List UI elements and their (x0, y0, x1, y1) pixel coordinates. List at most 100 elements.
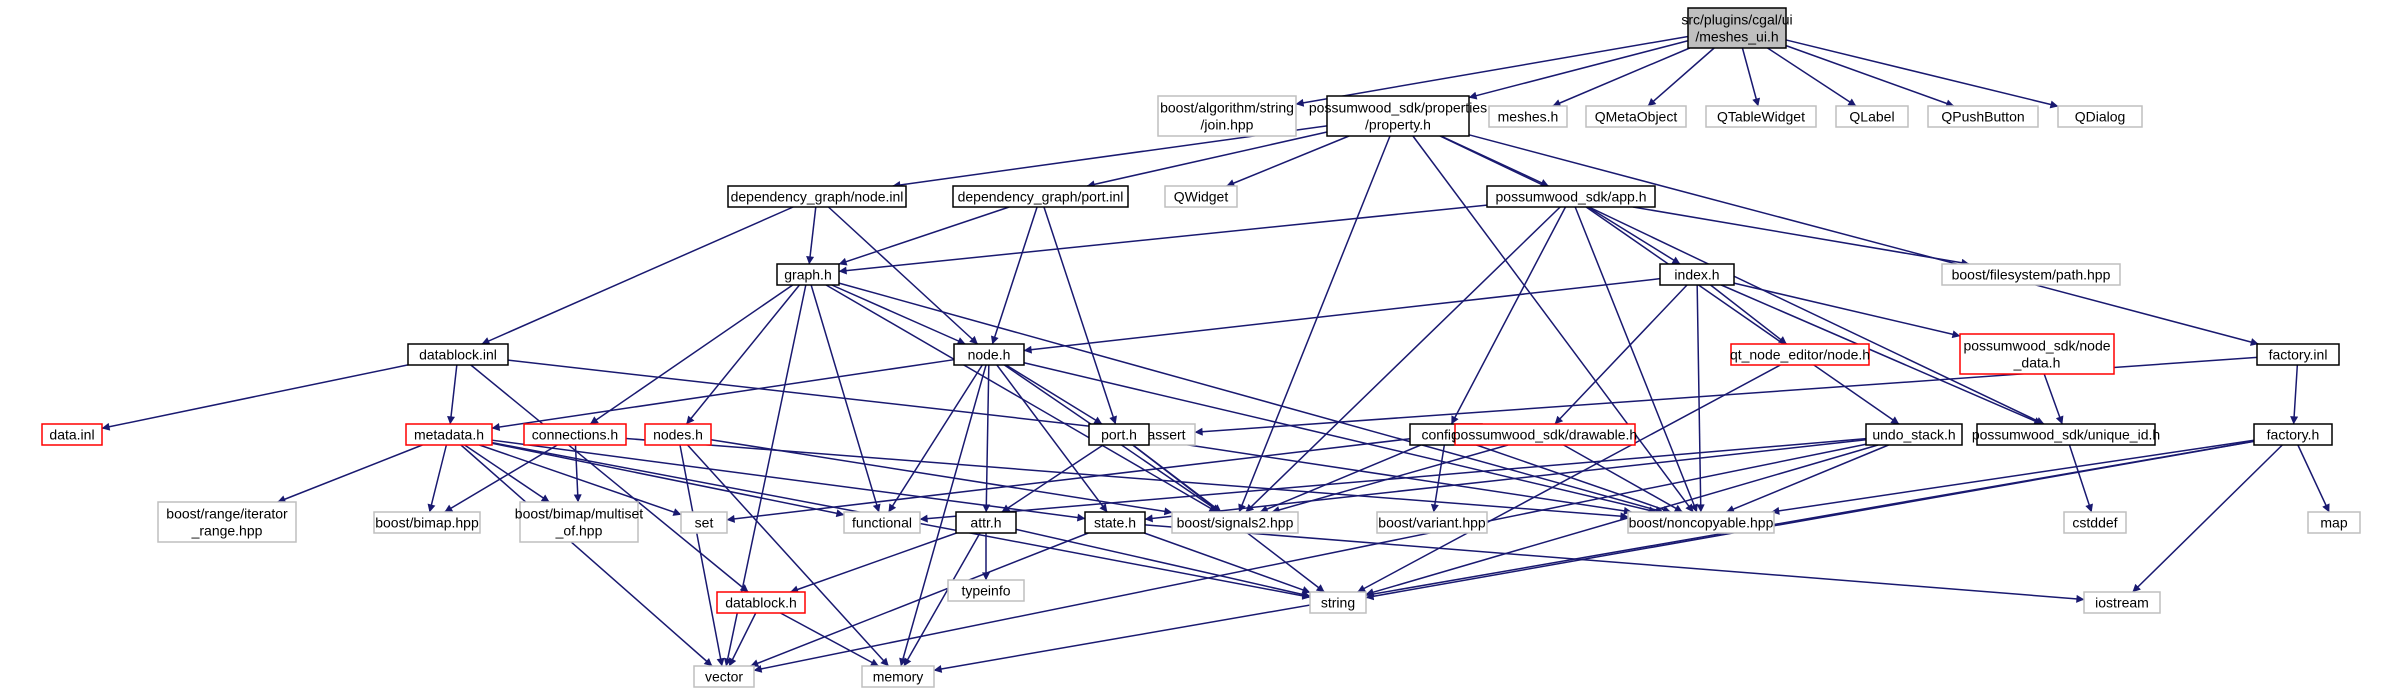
edge-index-to-node_data (1733, 282, 1961, 339)
node-label-datablock_inl: datablock.inl (419, 347, 497, 363)
node-port_inl[interactable]: dependency_graph/port.inl (952, 185, 1129, 208)
edge-node_h-to-noncopyable (1023, 362, 1657, 515)
node-data_inl[interactable]: data.inl (41, 423, 103, 446)
node-box-port_h (1088, 423, 1150, 446)
node-qt_node[interactable]: qt_node_editor/node.h (1730, 343, 1870, 366)
node-label-qwidget: QWidget (1174, 189, 1229, 205)
node-label-cassert: cassert (1140, 427, 1185, 443)
edge-state_h-to-string (1144, 532, 1311, 594)
node-label-state_h: state.h (1094, 515, 1136, 531)
node-box-node_inl (727, 185, 907, 208)
node-label-qtablewidget: QTableWidget (1717, 109, 1805, 125)
node-box-bimap (373, 511, 481, 534)
edge-app-to-fs_path (1632, 206, 1970, 267)
node-label-bimap_multi-line-2: _of.hpp (555, 523, 603, 539)
node-box-index (1659, 263, 1735, 286)
node-label-metadata: metadata.h (414, 427, 484, 443)
node-drawable[interactable]: possumwood_sdk/drawable.h (1453, 423, 1637, 446)
edge-attr_h-to-string (1015, 528, 1311, 599)
node-label-qmetaobject: QMetaObject (1595, 109, 1678, 125)
node-string: string (1309, 591, 1367, 614)
edge-app-to-signals2 (1245, 206, 1561, 513)
edge-metadata-to-vector (460, 444, 713, 667)
node-node_h[interactable]: node.h (953, 343, 1025, 366)
node-map: map (2307, 511, 2361, 534)
node-label-node_inl: dependency_graph/node.inl (731, 189, 904, 205)
node-box-typeinfo (947, 579, 1025, 602)
node-label-graph: graph.h (784, 267, 831, 283)
edge-graph-to-node_h (831, 284, 966, 345)
node-noncopyable: boost/noncopyable.hpp (1627, 511, 1775, 534)
node-label-vector: vector (705, 669, 743, 685)
edge-config-to-variant (1430, 444, 1446, 513)
node-label-fs_path: boost/filesystem/path.hpp (1952, 267, 2111, 283)
node-state_h[interactable]: state.h (1084, 511, 1146, 534)
edge-connections-to-bimap_multi (573, 444, 582, 503)
node-property[interactable]: possumwood_sdk/properties/property.h (1309, 95, 1487, 137)
node-nodes_h[interactable]: nodes.h (644, 423, 712, 446)
node-node_data[interactable]: possumwood_sdk/node_data.h (1959, 333, 2115, 375)
node-root[interactable]: src/plugins/cgal/ui/meshes_ui.h (1681, 7, 1793, 49)
node-label-qdialog: QDialog (2075, 109, 2126, 125)
node-box-root (1687, 7, 1787, 49)
node-attr_h[interactable]: attr.h (955, 511, 1017, 534)
node-undo[interactable]: undo_stack.h (1865, 423, 1963, 446)
node-set: set (680, 511, 728, 534)
edge-metadata-to-state_h (491, 439, 1086, 522)
edge-node_data-to-unique_id (2043, 373, 2064, 425)
node-label-app: possumwood_sdk/app.h (1496, 189, 1647, 205)
node-port_h[interactable]: port.h (1088, 423, 1150, 446)
edge-undo-to-vector (753, 443, 1867, 673)
node-bimap_multi: boost/bimap/multiset_of.hpp (515, 501, 643, 543)
node-app[interactable]: possumwood_sdk/app.h (1486, 185, 1656, 208)
node-cstddef: cstddef (2063, 511, 2127, 534)
node-meshes: meshes.h (1488, 105, 1568, 128)
edge-root-to-qdialog (1785, 39, 2059, 109)
node-datablock_h[interactable]: datablock.h (716, 591, 806, 614)
edge-node_h-to-state_h (996, 364, 1108, 513)
node-label-datablock_h: datablock.h (725, 595, 797, 611)
node-label-boost_range-line-1: boost/range/iterator (166, 506, 288, 522)
edge-node_h-to-port_h (1005, 364, 1103, 425)
node-signals2: boost/signals2.hpp (1171, 511, 1299, 534)
node-factory_h[interactable]: factory.h (2253, 423, 2333, 446)
node-box-metadata (405, 423, 493, 446)
edge-graph-to-noncopyable (838, 282, 1664, 514)
node-index[interactable]: index.h (1659, 263, 1735, 286)
edge-index-to-node_h (1023, 277, 1661, 354)
node-datablock_inl[interactable]: datablock.inl (407, 343, 509, 366)
edge-factory_inl-to-factory_h (2290, 364, 2299, 425)
node-unique_id[interactable]: possumwood_sdk/unique_id.h (1972, 423, 2160, 446)
node-box-data_inl (41, 423, 103, 446)
node-metadata[interactable]: metadata.h (405, 423, 493, 446)
node-iostream: iostream (2083, 591, 2161, 614)
node-label-port_h: port.h (1101, 427, 1137, 443)
edge-metadata-to-bimap_multi (464, 444, 550, 503)
node-box-port_inl (952, 185, 1129, 208)
edge-datablock_h-to-memory (780, 612, 879, 667)
node-box-nodes_h (644, 423, 712, 446)
edge-node_h-to-attr_h (982, 364, 991, 513)
node-label-boost_join-line-1: boost/algorithm/string (1160, 100, 1294, 116)
node-bimap: boost/bimap.hpp (373, 511, 481, 534)
node-node_inl[interactable]: dependency_graph/node.inl (727, 185, 907, 208)
node-label-drawable: possumwood_sdk/drawable.h (1453, 427, 1637, 443)
node-label-root-line-2: /meshes_ui.h (1695, 29, 1778, 45)
node-factory_inl[interactable]: factory.inl (2256, 343, 2340, 366)
node-connections[interactable]: connections.h (523, 423, 627, 446)
edge-port_inl-to-port_h (1043, 206, 1117, 425)
edge-node_h-to-memory (899, 364, 987, 667)
edge-property-to-port_inl (1086, 131, 1328, 189)
node-boost_join: boost/algorithm/string/join.hpp (1157, 95, 1297, 137)
node-label-qlabel: QLabel (1849, 109, 1894, 125)
node-box-fs_path (1941, 263, 2121, 286)
edge-factory_h-to-noncopyable (1771, 439, 2255, 515)
edge-undo-to-state_h (1144, 439, 1867, 523)
edge-state_h-to-vector (750, 532, 1089, 667)
edge-node_inl-to-node_h (827, 206, 979, 345)
edge-nodes_h-to-vector (679, 444, 725, 667)
node-graph[interactable]: graph.h (776, 263, 840, 286)
edge-connections-to-noncopyable (625, 437, 1629, 521)
edge-state_h-to-iostream (1144, 524, 2085, 603)
edge-root-to-qpushbutton (1785, 44, 1955, 108)
